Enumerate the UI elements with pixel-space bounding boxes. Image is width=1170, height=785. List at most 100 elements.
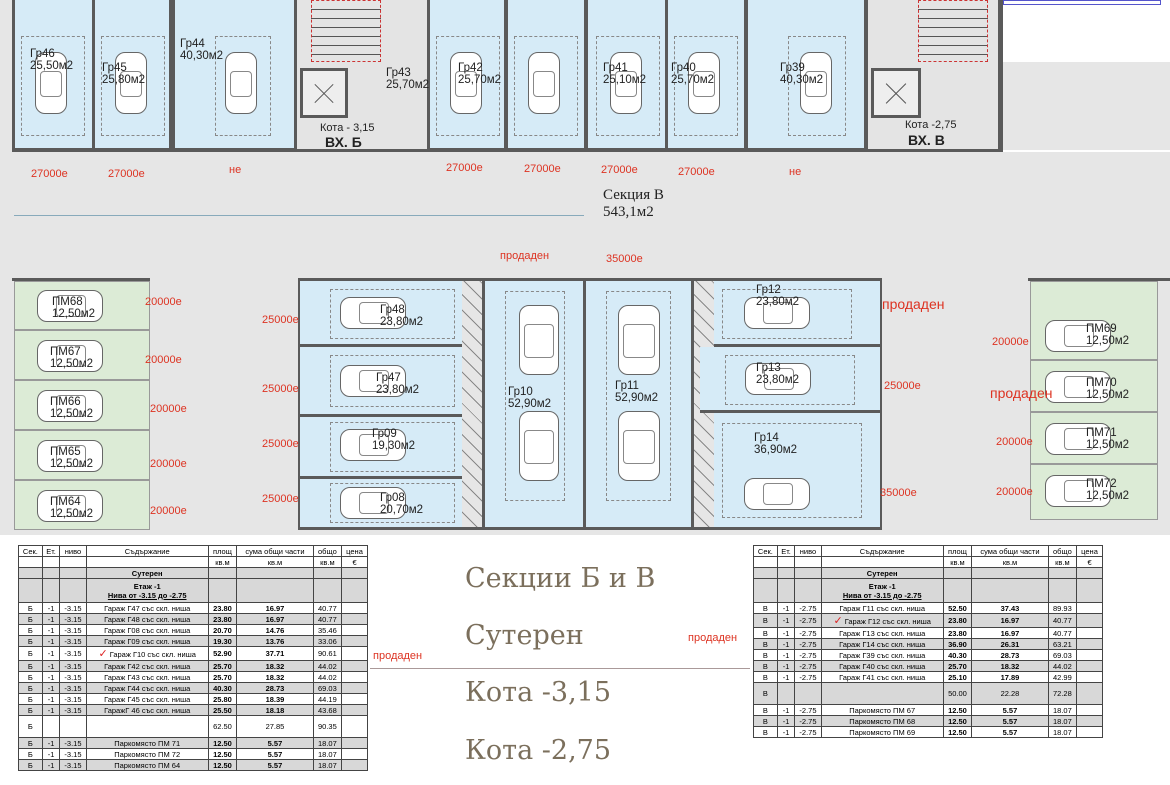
garage-gr10[interactable] (482, 281, 586, 527)
table-cell: Паркомясто ПМ 68 (820, 715, 944, 727)
garage-gr39[interactable] (745, 0, 867, 152)
garage-gr14[interactable] (714, 413, 880, 527)
garage-gr48[interactable] (300, 281, 462, 347)
garage-gr40[interactable] (665, 0, 747, 152)
parking-pm72[interactable] (1030, 464, 1158, 520)
table-cell: 44.02 (312, 671, 343, 683)
table-cell: -1 (41, 660, 61, 672)
parking-pm65[interactable] (14, 430, 150, 480)
parking-pm69[interactable] (1030, 281, 1158, 360)
table-cell: Гараж Г09 със скл. ниша (85, 635, 209, 647)
table-cell: Гараж Г44 със скл. ниша (85, 682, 209, 694)
table-cell: -1 (41, 748, 61, 760)
table-cell: 25.80 (207, 693, 238, 705)
table-cell: 40.77 (312, 602, 343, 614)
table-cell (1076, 613, 1103, 628)
gr46-price: 27000е (31, 168, 68, 180)
table-cell: 12.50 (207, 759, 238, 771)
unit-cell: кв.м (1047, 556, 1078, 568)
column-header: Съдържание (85, 545, 209, 557)
table-cell (1076, 638, 1103, 650)
parking-pm68[interactable] (14, 281, 150, 330)
table-cell: 37.43 (971, 602, 1049, 614)
garage-gr47[interactable] (300, 347, 462, 417)
table-cell: -1 (776, 660, 796, 672)
unit-cell: кв.м (942, 556, 973, 568)
table-cell: В (753, 649, 778, 661)
table-cell (341, 682, 368, 694)
table-cell: -2.75 (794, 704, 822, 716)
table-cell: 44.02 (312, 660, 343, 672)
table-cell: -1 (41, 602, 61, 614)
table-cell: 18.07 (312, 748, 343, 760)
right-table-sold-note: продаден (688, 632, 738, 644)
garage-gr44[interactable] (172, 0, 297, 152)
table-cell (1076, 602, 1103, 614)
table-cell: 16.97 (236, 613, 314, 625)
garage-gr45[interactable] (92, 0, 172, 152)
garage-gr11[interactable] (586, 281, 694, 527)
table-cell: В (753, 671, 778, 683)
garage-gr09[interactable] (300, 417, 462, 479)
table-cell (1076, 704, 1103, 716)
parking-pm66[interactable] (14, 380, 150, 430)
table-cell: Гараж Г13 със скл. ниша (820, 627, 944, 639)
table-cell: 63.21 (1047, 638, 1078, 650)
table-cell: Паркомясто ПМ 67 (820, 704, 944, 716)
parking-pm70[interactable] (1030, 360, 1158, 412)
table-cell: 16.97 (236, 602, 314, 614)
garage-gr46[interactable] (12, 0, 95, 152)
garage-gr42[interactable] (505, 0, 587, 152)
garage-gr13[interactable] (700, 347, 880, 413)
table-cell (341, 602, 368, 614)
aisle-price: 35000е (606, 253, 643, 265)
aisle-sold-label: продаден (500, 250, 550, 262)
table-cell: 18.18 (236, 704, 314, 716)
garage-gr12[interactable] (714, 281, 880, 347)
table-cell: Б (18, 715, 43, 738)
table-cell: 12.50 (207, 748, 238, 760)
checkmark-icon: ✓ (833, 615, 843, 627)
gr08-price: 25000е (262, 493, 299, 505)
parking-pm71[interactable] (1030, 412, 1158, 464)
table-cell: 18.32 (236, 660, 314, 672)
table-cell: ✓Гараж Г12 със скл. ниша (820, 613, 944, 628)
garage-gr43[interactable] (427, 0, 507, 152)
table-cell: 5.57 (971, 704, 1049, 716)
parking-pm64[interactable] (14, 480, 150, 530)
parking-pm67[interactable] (14, 330, 150, 380)
garage-gr08[interactable] (300, 479, 462, 527)
gr47-price: 25000е (262, 383, 299, 395)
